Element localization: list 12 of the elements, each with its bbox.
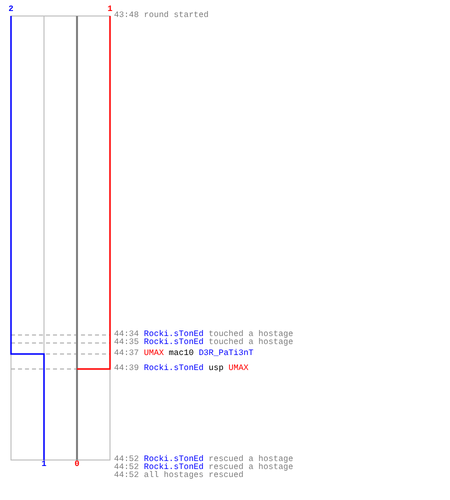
log-entry: 44:52 Rocki.sTonEd rescued a hostage xyxy=(114,464,294,472)
log-entry: 43:48 round started xyxy=(114,12,209,20)
log-entry: 44:35 Rocki.sTonEd touched a hostage xyxy=(114,339,294,347)
log-entry: 44:52 Rocki.sTonEd rescued a hostage xyxy=(114,456,294,464)
count-label: 2 xyxy=(8,6,14,14)
count-label: 1 xyxy=(42,461,46,469)
log-entry: 44:39 Rocki.sTonEd usp UMAX xyxy=(114,365,248,373)
count-label: 0 xyxy=(74,461,80,469)
log-entry: 44:34 Rocki.sTonEd touched a hostage xyxy=(114,331,294,339)
log-entry: 44:37 UMAX mac10 D3R_PaTi3nT xyxy=(114,350,254,358)
log-entry: 44:52 all hostages rescued xyxy=(114,472,244,480)
count-label: 1 xyxy=(108,6,112,14)
